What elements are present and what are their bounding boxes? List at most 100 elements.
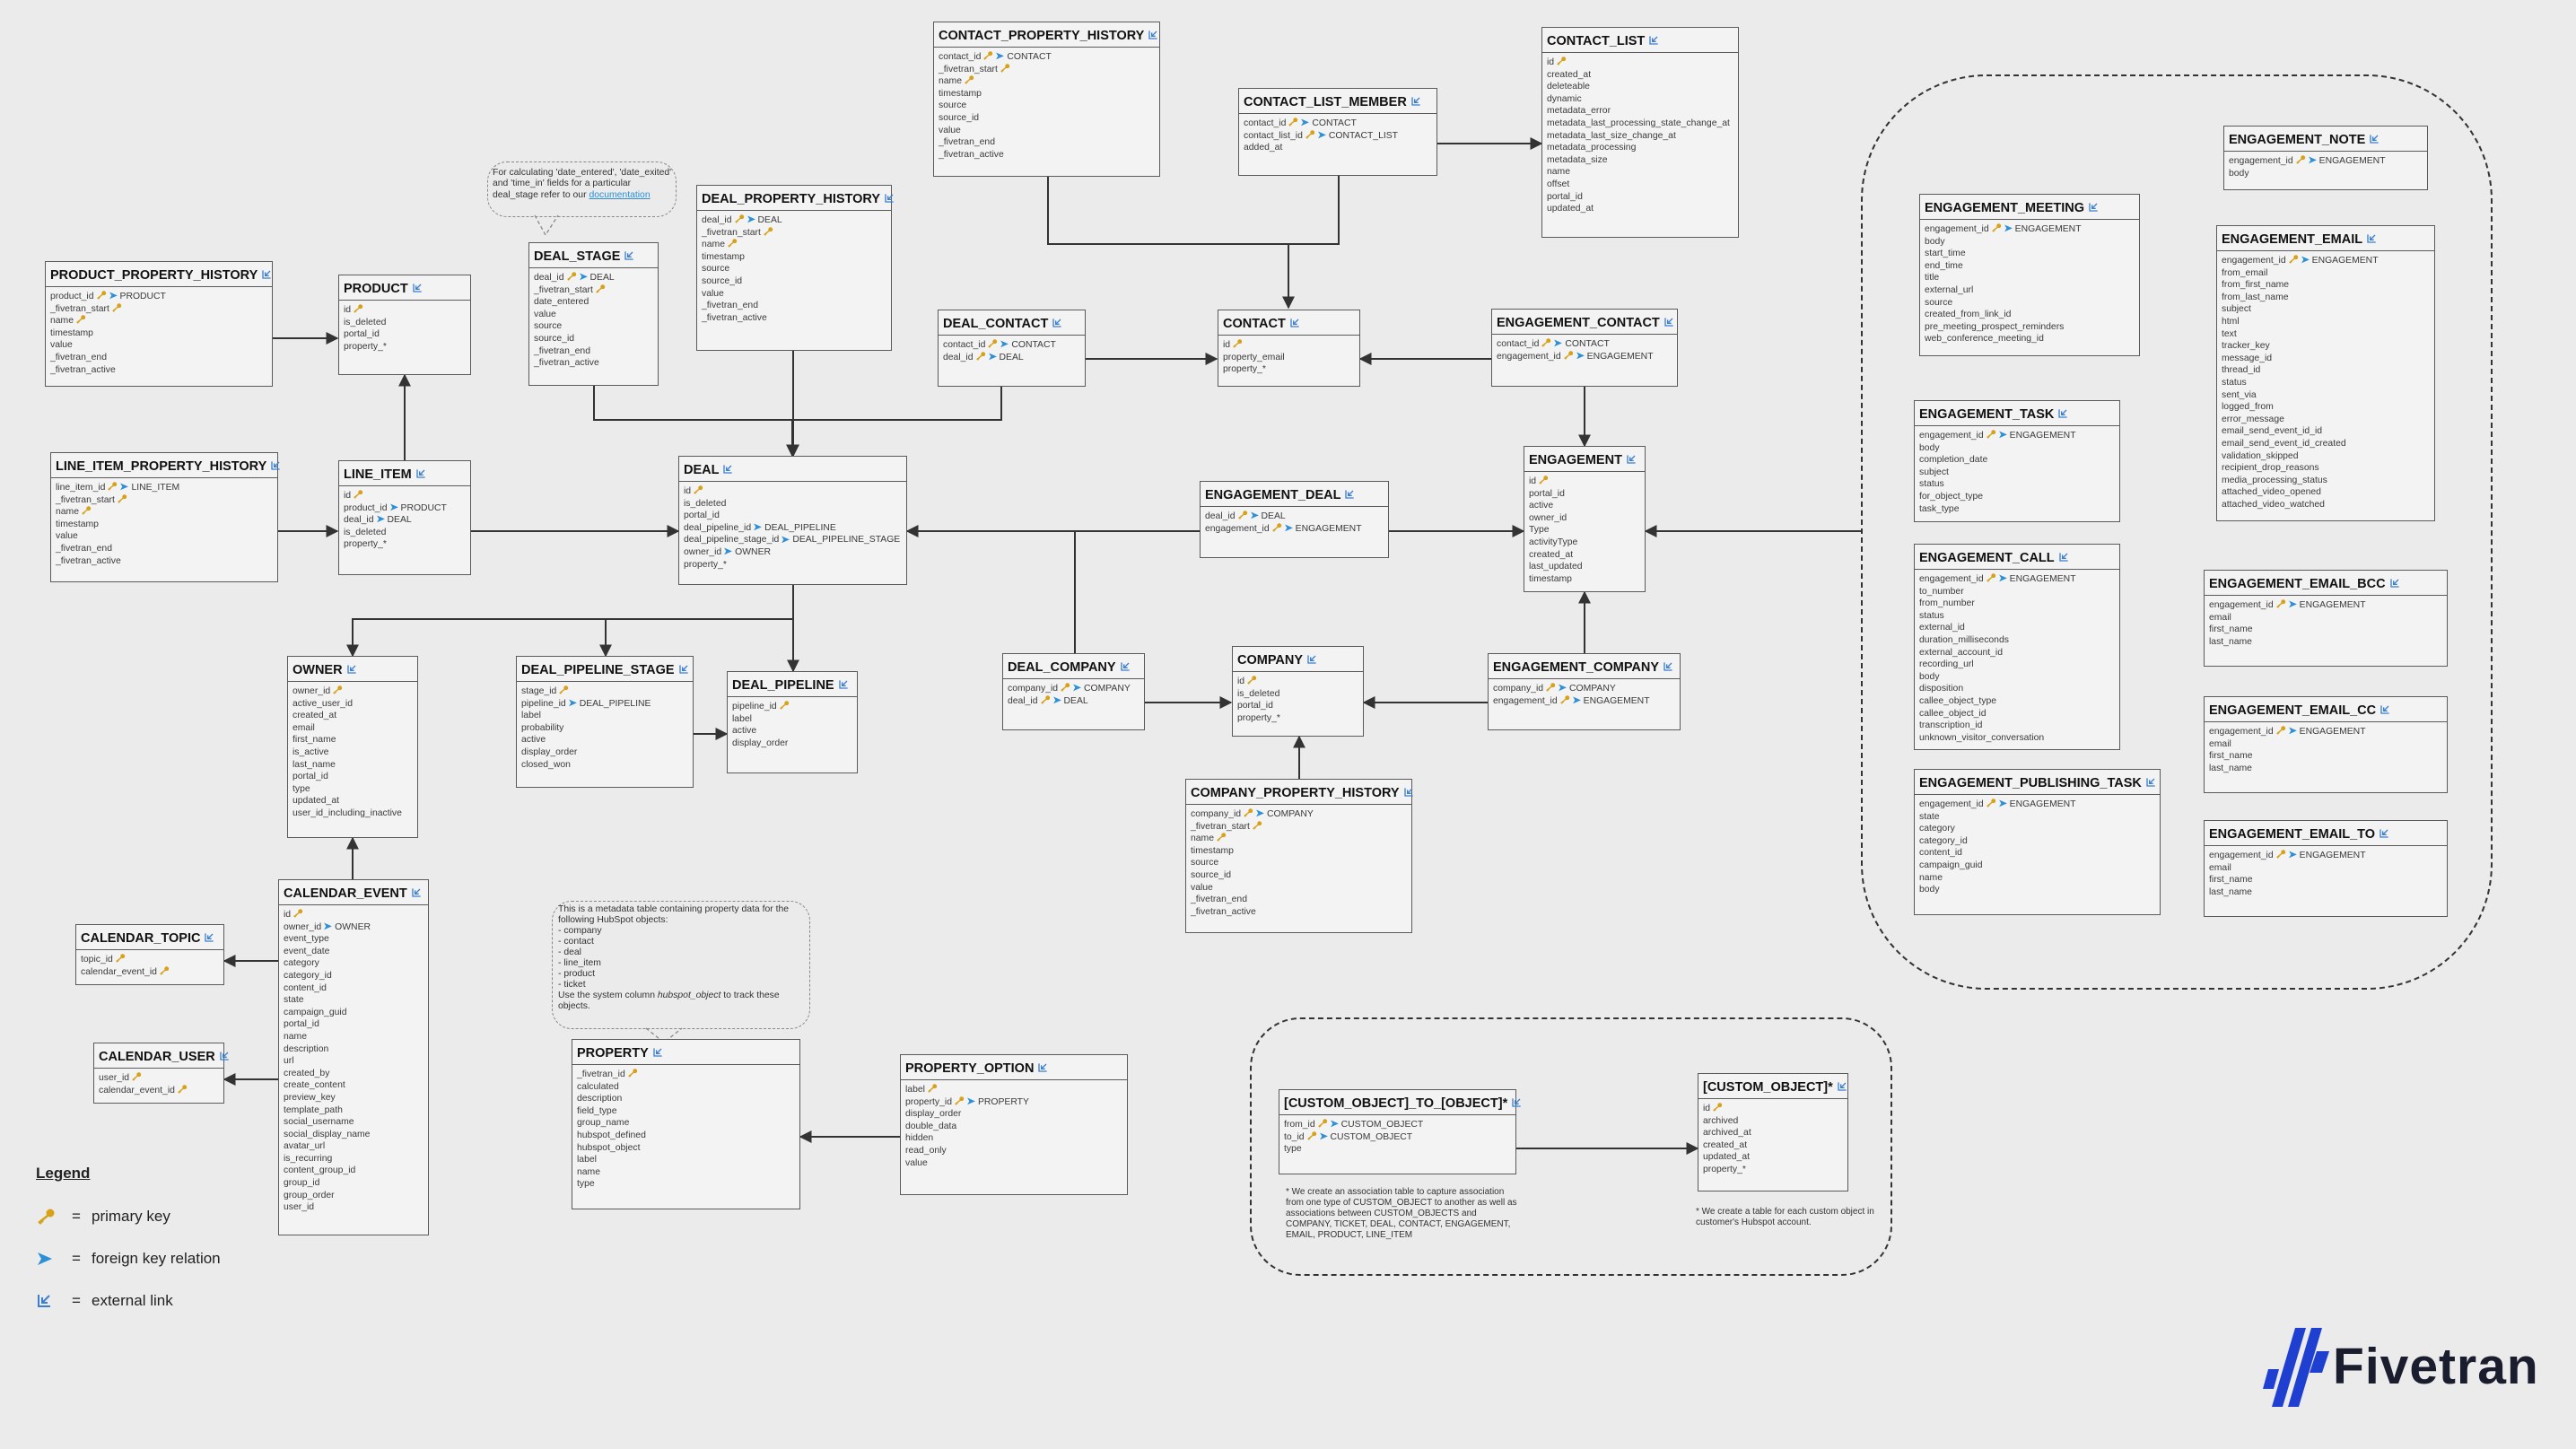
field-row: source [1925, 297, 2134, 310]
external-link-icon[interactable] [722, 464, 733, 475]
external-link-icon[interactable] [678, 664, 689, 675]
external-link-icon[interactable] [1148, 30, 1158, 40]
external-link-icon[interactable] [1410, 96, 1421, 107]
field-name: company_id [1191, 809, 1242, 819]
field-row: from_email [2222, 267, 2429, 280]
field-row: stage_id [521, 685, 687, 698]
external-link-icon[interactable] [2057, 408, 2068, 419]
key-icon [693, 485, 703, 494]
field-name: portal_id [684, 511, 720, 521]
external-link-icon[interactable] [2145, 777, 2156, 788]
table-title: DEAL [684, 463, 720, 477]
field-name: field_type [577, 1105, 617, 1116]
table-header: LINE_ITEM_PROPERTY_HISTORY [51, 453, 280, 478]
field-reference: PRODUCT [119, 292, 166, 301]
field-name: category_id [1919, 835, 1968, 846]
field-name: deal_pipeline_stage_id [684, 535, 780, 546]
external-link-icon[interactable] [838, 679, 849, 690]
external-link-icon[interactable] [1648, 35, 1659, 46]
field-name: timestamp [702, 251, 745, 262]
field-name: double_data [905, 1121, 957, 1131]
documentation-link[interactable]: documentation [589, 189, 651, 200]
external-link-icon[interactable] [1403, 787, 1414, 798]
field-name: first_name [2209, 875, 2253, 886]
field-name: engagement_id [2209, 851, 2274, 860]
external-link-icon[interactable] [1120, 661, 1131, 672]
field-name: property_* [344, 539, 387, 550]
field-name: type [1284, 1144, 1302, 1155]
external-link-icon[interactable] [624, 250, 634, 261]
table-title: PROPERTY [577, 1046, 649, 1061]
field-row: _fivetran_start [939, 64, 1154, 76]
field-row: group_name [577, 1117, 794, 1130]
arrow-icon [2308, 156, 2318, 165]
field-name: group_name [577, 1118, 630, 1129]
external-link-icon[interactable] [1052, 318, 1062, 328]
external-link-icon[interactable] [2058, 552, 2069, 563]
field-name: name [1191, 834, 1214, 844]
arrow-icon [36, 1252, 72, 1266]
external-link-icon[interactable] [415, 468, 426, 479]
field-row: metadata_size [1547, 154, 1733, 167]
field-name: portal_id [293, 772, 328, 782]
external-link-icon[interactable] [346, 664, 357, 675]
field-name: source [1925, 297, 1953, 308]
legend-label-foreign-key: foreign key relation [92, 1249, 221, 1267]
external-link-icon[interactable] [204, 932, 214, 943]
external-link-icon[interactable] [261, 269, 272, 280]
key-icon [1305, 130, 1315, 139]
external-link-icon[interactable] [1837, 1081, 1847, 1092]
field-name: content_id [284, 982, 327, 993]
external-link-icon[interactable] [1511, 1097, 1522, 1108]
table-title: ENGAGEMENT_CONTACT [1497, 316, 1660, 330]
external-link-icon[interactable] [884, 193, 895, 204]
external-link-icon[interactable] [2389, 578, 2400, 589]
external-link-icon[interactable] [2369, 134, 2380, 144]
external-link-icon[interactable] [2380, 704, 2390, 715]
field-row: portal_id [684, 510, 901, 522]
external-link-icon[interactable] [2366, 233, 2377, 244]
field-name: is_deleted [344, 317, 387, 327]
external-link-icon[interactable] [1037, 1062, 1048, 1073]
key-icon [293, 909, 303, 918]
external-link-icon[interactable] [652, 1047, 663, 1058]
field-reference: DEAL [757, 215, 782, 225]
field-name: deal_id [702, 215, 732, 225]
external-link-icon[interactable] [2379, 828, 2389, 839]
external-link-icon[interactable] [1626, 454, 1637, 465]
table-title: CONTACT_LIST [1547, 34, 1646, 48]
key-icon [1288, 118, 1298, 127]
external-link-icon[interactable] [1289, 318, 1300, 328]
deal-stage-note-bubble [487, 161, 677, 217]
field-row: metadata_error [1547, 105, 1733, 118]
field-row: category [1919, 823, 2154, 835]
field-name: body [1919, 671, 1940, 682]
external-link-icon[interactable] [411, 887, 422, 898]
property-object-item: - contact [558, 937, 594, 947]
external-link-icon[interactable] [1344, 489, 1355, 500]
external-link-icon[interactable] [1663, 317, 1674, 327]
field-row: timestamp [56, 519, 272, 531]
field-row: pre_meeting_prospect_reminders [1925, 321, 2134, 334]
external-link-icon[interactable] [219, 1051, 230, 1061]
field-row: create_content [284, 1079, 423, 1092]
field-name: timestamp [50, 327, 93, 338]
field-name: _fivetran_end [56, 543, 112, 554]
external-link-icon[interactable] [1663, 661, 1673, 672]
field-row: email_send_event_id_created [2222, 438, 2429, 450]
external-link-icon[interactable] [2088, 202, 2099, 213]
field-name: event_date [284, 946, 330, 956]
external-link-icon[interactable] [1306, 654, 1317, 665]
external-link-icon[interactable] [412, 283, 423, 293]
external-link-icon[interactable] [270, 460, 281, 471]
